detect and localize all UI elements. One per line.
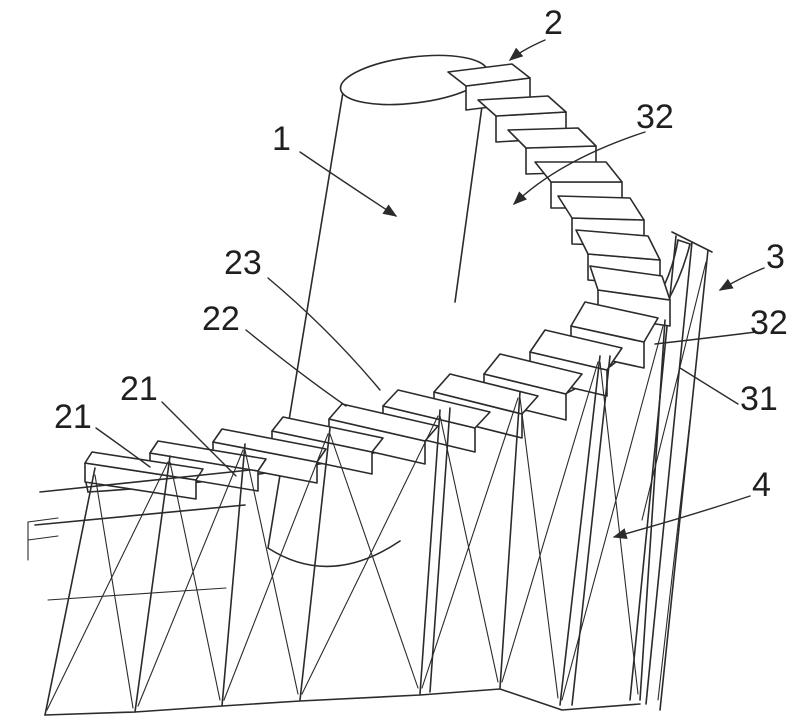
spiral-steps-front xyxy=(84,301,659,500)
truss-scaffolding xyxy=(44,319,666,716)
ref-label-4: 4 xyxy=(752,466,771,504)
ref-label-21b: 21 xyxy=(54,398,92,436)
ref-label-1: 1 xyxy=(272,120,291,158)
leader-lines xyxy=(95,39,765,540)
spiral-steps-upper xyxy=(447,63,671,327)
ref-label-32b: 32 xyxy=(750,304,788,342)
ref-label-22: 22 xyxy=(202,300,240,338)
ref-label-2: 2 xyxy=(544,4,563,42)
ref-label-32a: 32 xyxy=(636,98,674,136)
ref-label-3: 3 xyxy=(766,238,785,276)
ref-label-21a: 21 xyxy=(120,370,158,408)
left-rails xyxy=(27,469,251,561)
ref-label-23: 23 xyxy=(224,244,262,282)
ref-label-31: 31 xyxy=(740,380,778,418)
